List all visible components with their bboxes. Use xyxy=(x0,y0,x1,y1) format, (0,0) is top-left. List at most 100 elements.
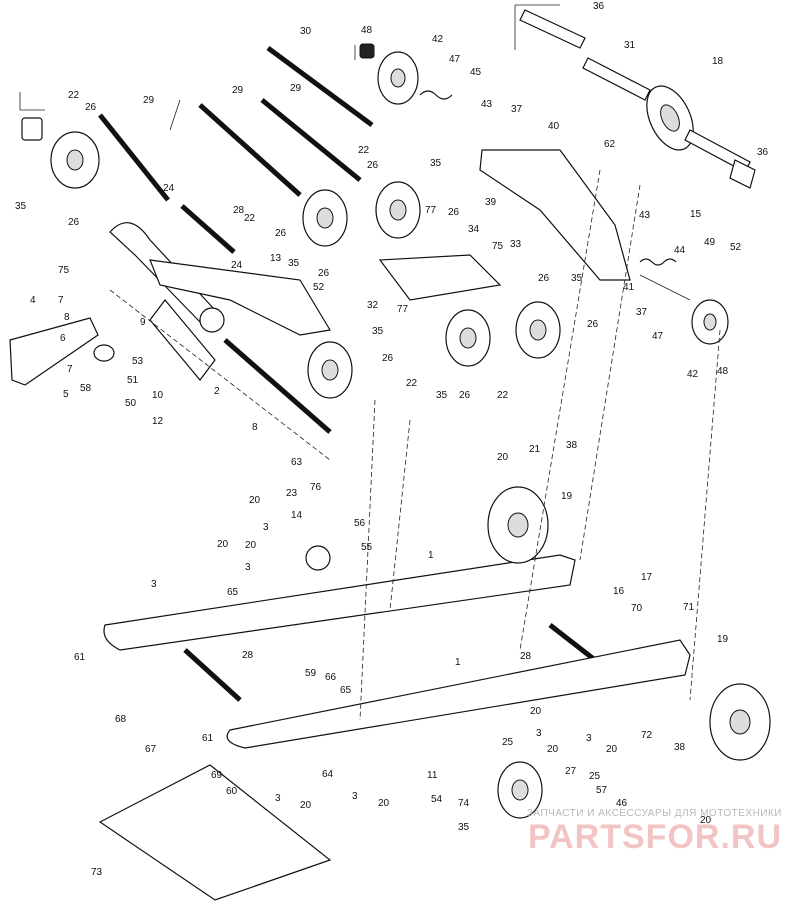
callout-label: 77 xyxy=(425,205,437,216)
callout-label: 28 xyxy=(520,651,532,662)
callout-label: 19 xyxy=(717,634,729,645)
callout-label: 60 xyxy=(226,786,238,797)
part-number-labels: 22 26 29 29 29 30 48 42 47 45 36 31 18 3… xyxy=(15,1,769,878)
callout-label: 15 xyxy=(690,209,702,220)
callout-label: 31 xyxy=(624,40,636,51)
callout-label: 20 xyxy=(497,452,509,463)
callout-label: 27 xyxy=(565,766,577,777)
callout-label: 52 xyxy=(313,282,325,293)
callout-label: 63 xyxy=(291,457,303,468)
callout-label: 50 xyxy=(125,398,137,409)
callout-label: 13 xyxy=(270,253,282,264)
callout-label: 44 xyxy=(674,245,686,256)
callout-label: 24 xyxy=(231,260,243,271)
callout-label: 7 xyxy=(67,364,73,375)
callout-label: 20 xyxy=(606,744,618,755)
callout-label: 26 xyxy=(85,102,97,113)
callout-label: 32 xyxy=(367,300,379,311)
callout-label: 57 xyxy=(596,785,608,796)
callout-label: 9 xyxy=(140,317,146,328)
callout-label: 65 xyxy=(340,685,352,696)
callout-label: 26 xyxy=(382,353,394,364)
callout-label: 35 xyxy=(372,326,384,337)
rear-arm-springs xyxy=(378,90,691,301)
callout-label: 22 xyxy=(497,390,509,401)
callout-label: 20 xyxy=(530,706,542,717)
callout-label: 35 xyxy=(458,822,470,833)
callout-label: 76 xyxy=(310,482,322,493)
callout-label: 38 xyxy=(674,742,686,753)
callout-label: 26 xyxy=(275,228,287,239)
callout-label: 59 xyxy=(305,668,317,679)
callout-label: 7 xyxy=(58,295,64,306)
slide-rails xyxy=(103,554,691,749)
callout-label: 29 xyxy=(290,83,302,94)
callout-label: 18 xyxy=(712,56,724,67)
front-arm-shock xyxy=(9,222,331,386)
callout-label: 26 xyxy=(459,390,471,401)
callout-label: 35 xyxy=(15,201,27,212)
callout-label: 69 xyxy=(211,770,223,781)
callout-label: 1 xyxy=(455,657,461,668)
callout-label: 20 xyxy=(217,539,229,550)
callout-label: 5 xyxy=(63,389,69,400)
callout-label: 17 xyxy=(641,572,653,583)
callout-label: 26 xyxy=(367,160,379,171)
callout-label: 8 xyxy=(252,422,258,433)
callout-label: 77 xyxy=(397,304,409,315)
callout-label: 29 xyxy=(143,95,155,106)
upper-idler-wheels xyxy=(21,43,729,399)
callout-label: 26 xyxy=(318,268,330,279)
callout-label: 26 xyxy=(587,319,599,330)
callout-label: 43 xyxy=(639,210,651,221)
callout-label: 33 xyxy=(510,239,522,250)
callout-label: 22 xyxy=(68,90,80,101)
callout-label: 20 xyxy=(245,540,257,551)
callout-label: 64 xyxy=(322,769,334,780)
callout-label: 28 xyxy=(233,205,245,216)
callout-label: 56 xyxy=(354,518,366,529)
callout-label: 53 xyxy=(132,356,144,367)
callout-label: 22 xyxy=(406,378,418,389)
callout-label: 48 xyxy=(717,366,729,377)
callout-label: 38 xyxy=(566,440,578,451)
callout-label: 25 xyxy=(589,771,601,782)
callout-label: 3 xyxy=(586,733,592,744)
callout-label: 61 xyxy=(202,733,214,744)
callout-label: 51 xyxy=(127,375,139,386)
callout-label: 11 xyxy=(427,770,438,781)
callout-label: 26 xyxy=(538,273,550,284)
callout-label: 16 xyxy=(613,586,625,597)
callout-label: 54 xyxy=(431,794,443,805)
leader-lines xyxy=(19,45,721,721)
callout-label: 65 xyxy=(227,587,239,598)
callout-label: 26 xyxy=(448,207,460,218)
callout-label: 43 xyxy=(481,99,493,110)
callout-label: 1 xyxy=(428,550,434,561)
callout-label: 74 xyxy=(458,798,470,809)
callout-label: 20 xyxy=(547,744,559,755)
callout-label: 71 xyxy=(683,602,695,613)
callout-label: 26 xyxy=(68,217,80,228)
callout-label: 35 xyxy=(288,258,300,269)
callout-label: 47 xyxy=(449,54,461,65)
callout-label: 36 xyxy=(593,1,605,12)
callout-label: 41 xyxy=(623,282,635,293)
callout-label: 49 xyxy=(704,237,716,248)
callout-label: 45 xyxy=(470,67,482,78)
callout-label: 42 xyxy=(687,369,699,380)
callout-label: 67 xyxy=(145,744,157,755)
track-panel xyxy=(98,764,332,901)
callout-label: 29 xyxy=(232,85,244,96)
callout-label: 42 xyxy=(432,34,444,45)
callout-label: 39 xyxy=(485,197,497,208)
callout-label: 20 xyxy=(300,800,312,811)
shafts xyxy=(98,45,597,702)
callout-label: 75 xyxy=(58,265,70,276)
callout-label: 35 xyxy=(436,390,448,401)
callout-label: 23 xyxy=(286,488,298,499)
callout-label: 61 xyxy=(74,652,86,663)
callout-label: 22 xyxy=(244,213,256,224)
callout-label: 62 xyxy=(604,139,616,150)
